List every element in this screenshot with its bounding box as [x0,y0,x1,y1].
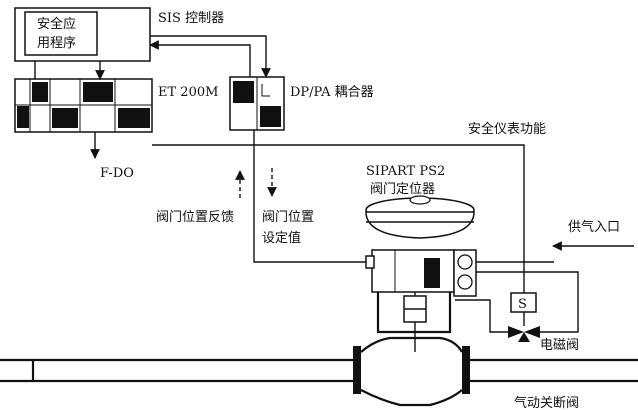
safety-app-label-1: 安全应 [37,16,76,32]
solenoid-valve-symbol [508,326,540,342]
pneumatic-valve-label: 气动关断阀 [514,395,579,410]
sipart-label-1: SIPART PS2 [366,164,445,179]
valve-actuator [365,195,475,239]
et200m-label: ET 200M [158,85,218,100]
valve-yoke [376,292,452,352]
dp-pa-coupler [229,76,285,131]
solenoid-valve-label: 电磁阀 [540,338,579,353]
fdo-label: F-DO [100,166,134,181]
solenoid-letter: S [518,297,527,312]
dp-pa-coupler-label: DP/PA 耦合器 [290,85,374,100]
valve-feedback-label: 阀门位置反馈 [156,210,234,225]
positioner-body [365,249,477,297]
air-supply-label: 供气入口 [568,219,620,235]
pipeline [0,336,638,407]
sis-controller-label: SIS 控制器 [158,11,224,26]
sipart-label-2: 阀门定位器 [370,182,435,197]
safety-function-label: 安全仪表功能 [468,121,546,137]
et200m-rack [14,78,153,133]
valve-setpoint-label-1: 阀门位置 [262,210,314,225]
safety-application-box [24,11,98,56]
valve-setpoint-label-2: 设定值 [262,230,301,246]
safety-app-label-2: 用程序 [37,36,76,51]
